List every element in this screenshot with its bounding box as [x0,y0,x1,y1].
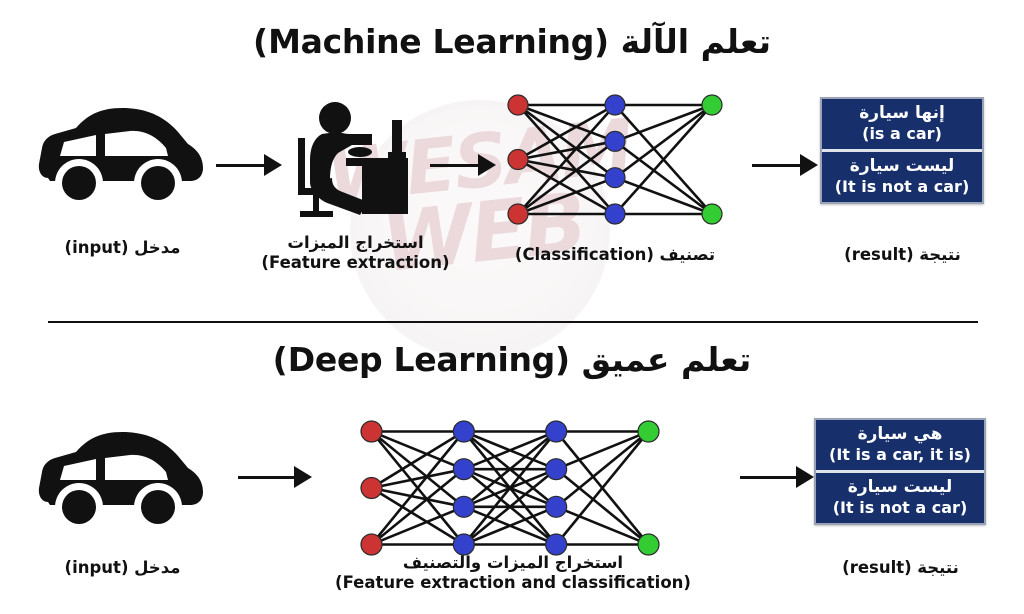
dl-input-caption: مدخل (input) [30,558,215,578]
dl-input-label-ar: مدخل [134,558,181,577]
ml-classify-label-en: (Classification) [514,245,654,264]
dl-result-1-en: (It is not a car) [832,498,968,518]
ml-input-caption: مدخل (input) [30,238,215,258]
deep-learning-title: تعلم عميق (Deep Learning) [272,340,752,379]
ml-classification-caption: تصنيف (Classification) [470,245,760,265]
ml-result-box: إنها سيارة (is a car) ليست سيارة (It is … [820,97,984,204]
ml-result-label-ar: نتيجة [919,245,961,264]
section-divider [48,321,978,323]
dl-input-car-icon [36,424,206,544]
ml-classify-label-ar: تصنيف [659,245,716,264]
dl-result-1-ar: ليست سيارة [847,476,953,497]
ml-result-0-ar: إنها سيارة [859,103,945,123]
ml-arrow-classify-to-result [752,150,820,180]
dl-result-row: هي سيارة (It is a car, it is) [816,420,984,470]
ml-feature-label-en: (Feature extraction) [261,253,450,273]
ml-input-car-icon [36,100,206,220]
ml-input-label-ar: مدخل [134,238,181,257]
dl-result-row: ليست سيارة (It is not a car) [816,469,984,523]
dl-arrow-input-to-network [238,462,318,492]
machine-learning-title: تعلم الآلة (Machine Learning) [253,22,771,61]
dl-deep-neural-network-icon [360,420,660,556]
ml-classification-neural-network-icon [507,94,723,225]
ml-feature-label-ar: استخراج الميزات [287,233,424,252]
ml-arrow-input-to-feature [216,150,284,180]
ml-feature-extraction-caption: استخراج الميزات (Feature extraction) [248,233,463,273]
dl-process-label-ar: استخراج الميزات والتصنيف [402,553,624,572]
dl-result-label-ar: نتيجة [917,558,959,577]
dl-process-label-en: (Feature extraction and classification) [335,573,691,593]
dl-result-box: هي سيارة (It is a car, it is) ليست سيارة… [814,418,986,525]
ml-feature-extraction-person-at-desk-icon [288,96,412,223]
dl-result-caption: نتيجة (result) [808,558,993,578]
dl-result-0-en: (It is a car, it is) [829,445,971,465]
ml-result-caption: نتيجة (result) [810,245,995,265]
ml-result-1-en: (It is not a car) [834,177,970,197]
dl-result-label-en: (result) [842,558,912,577]
ml-result-0-en: (is a car) [862,124,942,144]
ml-result-row: إنها سيارة (is a car) [822,99,982,149]
ml-result-1-ar: ليست سيارة [849,155,955,176]
dl-input-label-en: (input) [64,558,129,577]
dl-result-0-ar: هي سيارة [857,424,943,444]
ml-result-label-en: (result) [844,245,914,264]
ml-result-row: ليست سيارة (It is not a car) [822,148,982,202]
dl-arrow-network-to-result [740,462,820,492]
ml-arrow-feature-to-classify [430,150,498,180]
dl-process-caption: استخراج الميزات والتصنيف (Feature extrac… [318,553,708,593]
ml-input-label-en: (input) [64,238,129,257]
